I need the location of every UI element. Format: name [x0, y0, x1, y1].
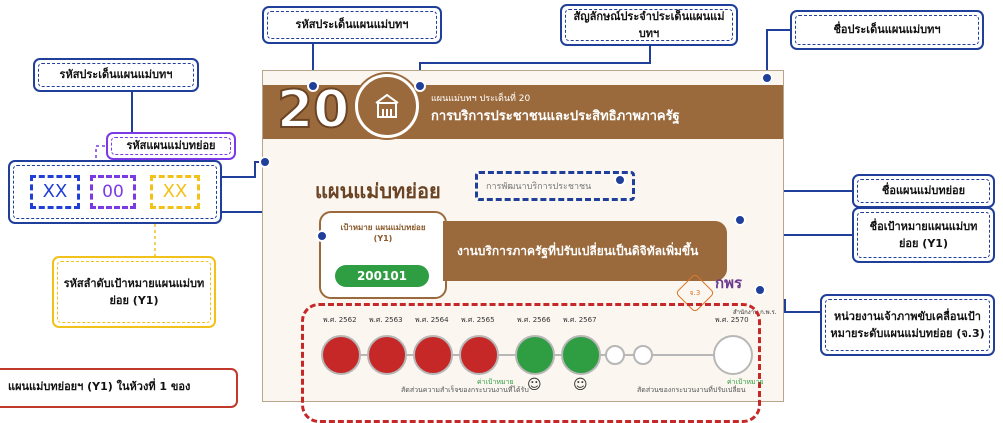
issue-title: การบริการประชาชนและประสิทธิภาพภาครัฐ [431, 109, 680, 124]
connector-dot-agency [754, 284, 766, 296]
sub-plan-heading: แผนแม่บทย่อย [315, 179, 441, 203]
callout-master-plan-code-top: รหัสประเด็นแผนแม่บทฯ [262, 6, 442, 44]
target-card: เป้าหมาย แผนแม่บทย่อย (Y1) 200101 [319, 211, 447, 299]
target-value-label-2: ค่าเป้าหมาย [727, 378, 764, 386]
target-text: งานบริการภาครัฐที่ปรับเปลี่ยนเป็นดิจิทัล… [457, 243, 699, 258]
status-dot-2570 [713, 335, 753, 375]
target-text-band: งานบริการภาครัฐที่ปรับเปลี่ยนเป็นดิจิทัล… [443, 221, 727, 281]
callout-master-plan-code-left: รหัสประเด็นแผนแม่บทฯ [33, 58, 199, 92]
sub-plan-name: การพัฒนาบริการประชาชน [486, 182, 592, 192]
connector-dot-chip [259, 156, 271, 168]
callout-target-seq-code: รหัสลำดับเป้าหมายแผนแม่บทย่อย (Y1) [52, 256, 216, 328]
target-code: 200101 [335, 265, 429, 287]
year-2567: พ.ศ. 2567 [563, 316, 597, 324]
connector-dot-symbol [414, 80, 426, 92]
connector-dot-name [761, 72, 773, 84]
year-2563: พ.ศ. 2563 [369, 316, 403, 324]
master-plan-document: 20 แผนแม่บทฯ ประเด็นที่ 20 การบริการประช… [262, 70, 784, 423]
status-dot-2566 [515, 335, 555, 375]
status-dot-2569 [633, 345, 653, 365]
callout-master-plan-name: ชื่อประเด็นแผนแม่บทฯ [790, 10, 984, 50]
callout-symbol: สัญลักษณ์ประจำประเด็นแผนแม่บทฯ [560, 4, 738, 46]
target-value-label: ค่าเป้าหมาย [477, 378, 514, 386]
connector-dot-target [734, 214, 746, 226]
bottom-note-text: แผนแม่บทย่อยฯ (Y1) ในห้วงที่ 1 ของ [8, 380, 191, 393]
year-2570: พ.ศ. 2570 [715, 316, 749, 324]
status-dot-2563 [367, 335, 407, 375]
year-2565: พ.ศ. 2565 [461, 316, 495, 324]
year-2564: พ.ศ. 2564 [415, 316, 449, 324]
status-dot-2565 [459, 335, 499, 375]
callout-agency: หน่วยงานเจ้าภาพขับเคลื่อนเป้าหมายระดับแผ… [820, 294, 995, 356]
timeline-caption-b: สัดส่วนของกระบวนงานที่ปรับเปลี่ยน [637, 386, 746, 394]
agency-logo: กพร [715, 274, 743, 292]
timeline-caption-a: สัดส่วนความสำเร็จของกระบวนงานที่ได้รับ [401, 386, 529, 394]
status-dot-2562 [321, 335, 361, 375]
callout-bottom-note: แผนแม่บทย่อยฯ (Y1) ในห้วงที่ 1 ของ [0, 368, 238, 408]
year-2562: พ.ศ. 2562 [323, 316, 357, 324]
issue-banner [263, 85, 783, 139]
status-dot-2567 [561, 335, 601, 375]
code-part-target-seq: XX [150, 175, 200, 209]
callout-target-name: ชื่อเป้าหมายแผนแม่บทย่อย (Y1) [852, 207, 995, 263]
connector-dot-code-top [307, 80, 319, 92]
connector-dot-target-code [316, 230, 328, 242]
code-part-sub-plan: 00 [90, 175, 136, 209]
year-2566: พ.ศ. 2566 [517, 316, 551, 324]
smiley-icon-2566: ☺ [527, 377, 542, 393]
smiley-icon-2567: ☺ [573, 377, 588, 393]
callout-sub-plan-name: ชื่อแผนแม่บทย่อย [852, 174, 995, 208]
code-format-box: XX 00 XX [8, 160, 222, 224]
callout-sub-plan-code: รหัสแผนแม่บทย่อย [106, 132, 236, 160]
status-dot-2568 [605, 345, 625, 365]
issue-label: แผนแม่บทฯ ประเด็นที่ 20 [431, 94, 531, 104]
badge-code: จ.3 [689, 288, 701, 297]
code-part-master-plan: XX [30, 175, 80, 209]
status-dot-2564 [413, 335, 453, 375]
target-label: เป้าหมาย แผนแม่บทย่อย (Y1) [340, 223, 426, 243]
connector-dot-sub-plan [614, 174, 626, 186]
sub-plan-name-box: การพัฒนาบริการประชาชน [475, 171, 635, 201]
issue-symbol-icon [355, 74, 419, 138]
